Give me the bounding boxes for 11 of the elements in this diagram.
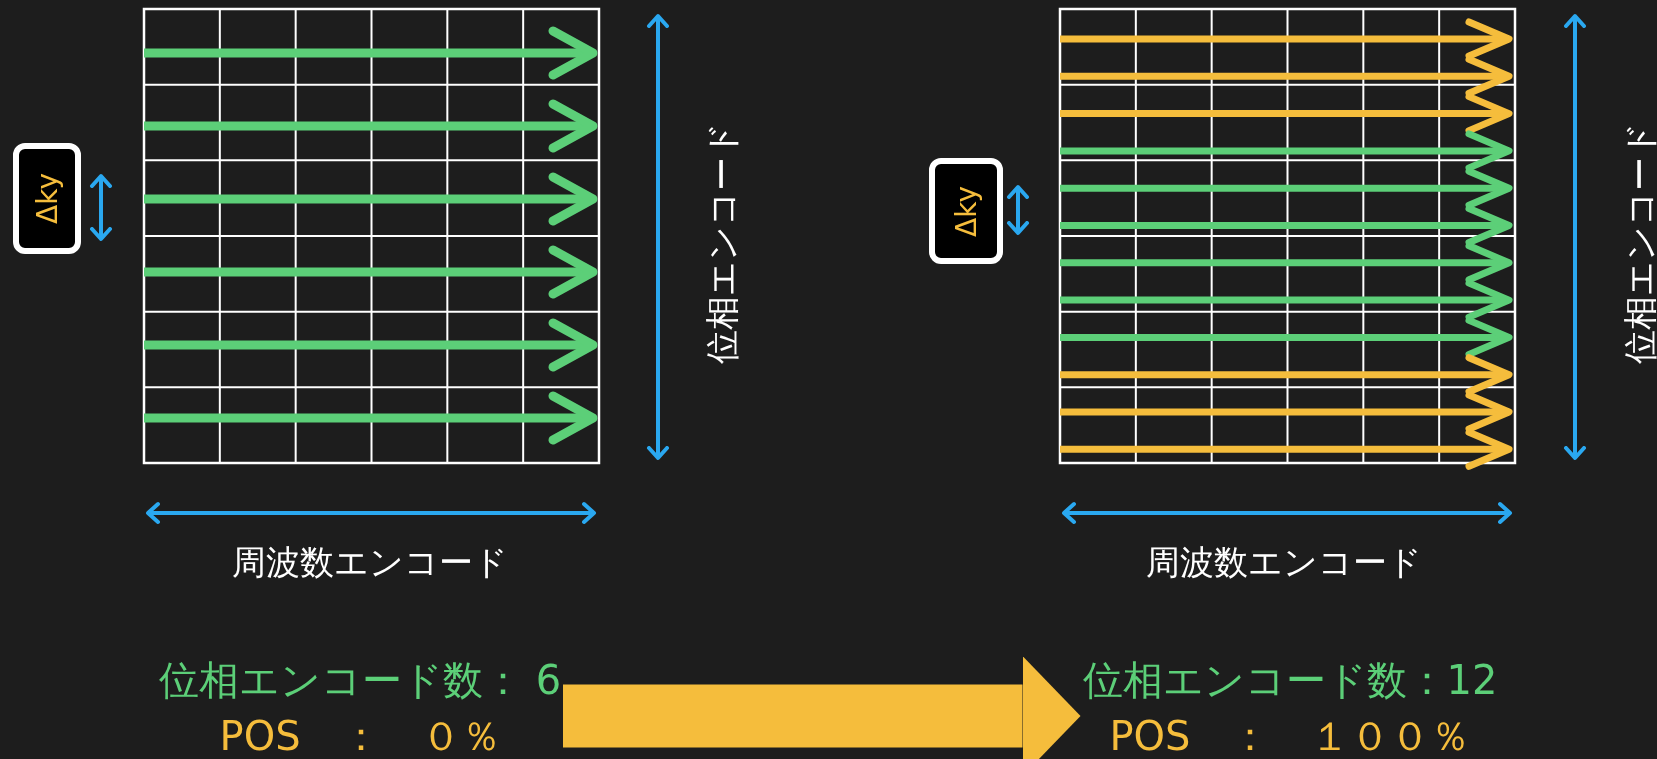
delta-ky-box: Δky (13, 143, 81, 254)
pos-value: POS ： ０％ (218, 712, 502, 759)
pos-value: POS ： １００％ (1108, 712, 1472, 759)
phase-encode-count: 位相エンコード数：12 (1082, 656, 1498, 705)
axis-label: 位相エンコード (1623, 122, 1657, 364)
delta-ky-box: Δky (929, 158, 1003, 264)
block-arrow (563, 656, 1081, 759)
axis-label: 周波数エンコード (232, 545, 508, 579)
phase-encode-count: 位相エンコード数： 6 (159, 656, 562, 705)
axis-label: 周波数エンコード (1146, 545, 1422, 579)
axis-label: 位相エンコード (705, 122, 739, 364)
